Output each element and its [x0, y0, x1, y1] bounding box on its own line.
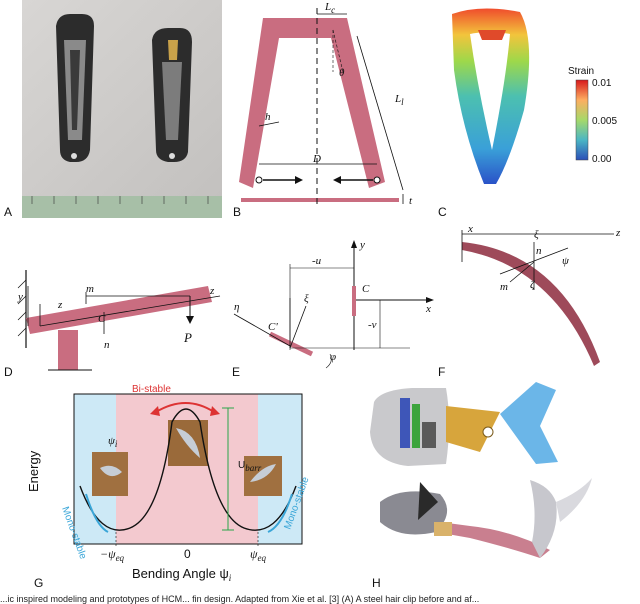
panel-a [22, 0, 222, 220]
figure-caption: ...ic inspired modeling and prototypes o… [0, 594, 480, 604]
psi-i-annot: ψi [108, 435, 118, 449]
label-cprime: C' [268, 321, 278, 333]
label-x-e: x [425, 303, 431, 315]
label-theta: θ [339, 67, 345, 79]
panel-b-label: B [233, 205, 242, 219]
bi-stable-region [116, 394, 258, 544]
tick-zero: 0 [184, 547, 191, 561]
label-n: n [104, 339, 110, 351]
beam-shape [239, 18, 385, 188]
panel-g-label: G [34, 576, 44, 590]
colorbar-tick-high: 0.01 [592, 78, 612, 89]
panel-e: y -u ξ C x η C' -v φ [230, 230, 440, 380]
panel-h-label: H [372, 576, 381, 590]
fish-tail-bottom [530, 480, 557, 558]
fish-tail-top [500, 382, 558, 464]
panel-f-label: F [438, 365, 446, 379]
base-plate [241, 198, 399, 202]
label-ll: Ll [394, 93, 404, 107]
label-m: m [86, 283, 94, 295]
panel-h [360, 382, 640, 594]
colorbar-title: Strain [568, 66, 594, 77]
hairclip-photo [22, 0, 222, 218]
bistable-label: Bi-stable [132, 384, 171, 395]
label-h: h [265, 111, 271, 123]
curved-beam [462, 242, 600, 366]
label-z-axis: z [209, 285, 215, 297]
tick-neg-psi: −ψeq [100, 547, 125, 563]
label-c-e: C [362, 283, 370, 295]
label-phi: φ [330, 351, 336, 363]
cantilever-beam [26, 286, 212, 334]
label-n-f: n [536, 245, 542, 257]
label-y-e: y [359, 239, 365, 251]
panel-d: y z m C n z P [0, 230, 230, 380]
panel-e-label: E [232, 365, 241, 379]
label-z-f: z [615, 227, 621, 239]
label-t: t [409, 195, 413, 207]
energy-curve [79, 408, 297, 531]
label-eta: η [234, 301, 239, 313]
label-u: -u [312, 255, 322, 267]
panel-f: x z ξ n ψ m ζ [440, 222, 640, 382]
label-xi-f: ξ [534, 229, 539, 241]
label-x-f: x [467, 223, 473, 235]
panel-c-label: C [438, 205, 447, 219]
tick-pos-psi: ψeq [250, 547, 266, 563]
panel-d-label: D [4, 365, 13, 379]
colorbar-tick-low: 0.00 [592, 154, 612, 165]
label-m-f: m [500, 281, 508, 293]
panel-b: Lc Ll θ h D t [235, 0, 425, 220]
panel-a-label: A [4, 205, 13, 219]
label-zeta: ζ [530, 279, 536, 291]
colorbar-tick-mid: 0.005 [592, 116, 617, 127]
panel-c: Strain 0.01 0.005 0.00 [440, 0, 640, 220]
strain-colorbar [575, 79, 589, 161]
label-psi-f: ψ [562, 255, 569, 267]
label-xi: ξ [304, 293, 309, 305]
label-d: D [312, 153, 321, 165]
label-c: C [98, 313, 106, 325]
ubarr-label: Ubarr [238, 460, 262, 473]
xlabel: Bending Angle ψi [132, 566, 232, 583]
label-z-dim: z [57, 299, 63, 311]
section-original [352, 286, 356, 316]
section-displaced [268, 331, 314, 357]
label-y: y [17, 291, 23, 303]
energy-ylabel: Energy [26, 450, 41, 492]
label-p: P [183, 330, 192, 345]
panel-g: Bi-stable Ubarr ψi Mono-stable Mono-stab… [0, 382, 330, 594]
label-lc: Lc [324, 1, 335, 15]
hinge-linkage [446, 406, 500, 452]
label-v: -v [368, 319, 377, 331]
